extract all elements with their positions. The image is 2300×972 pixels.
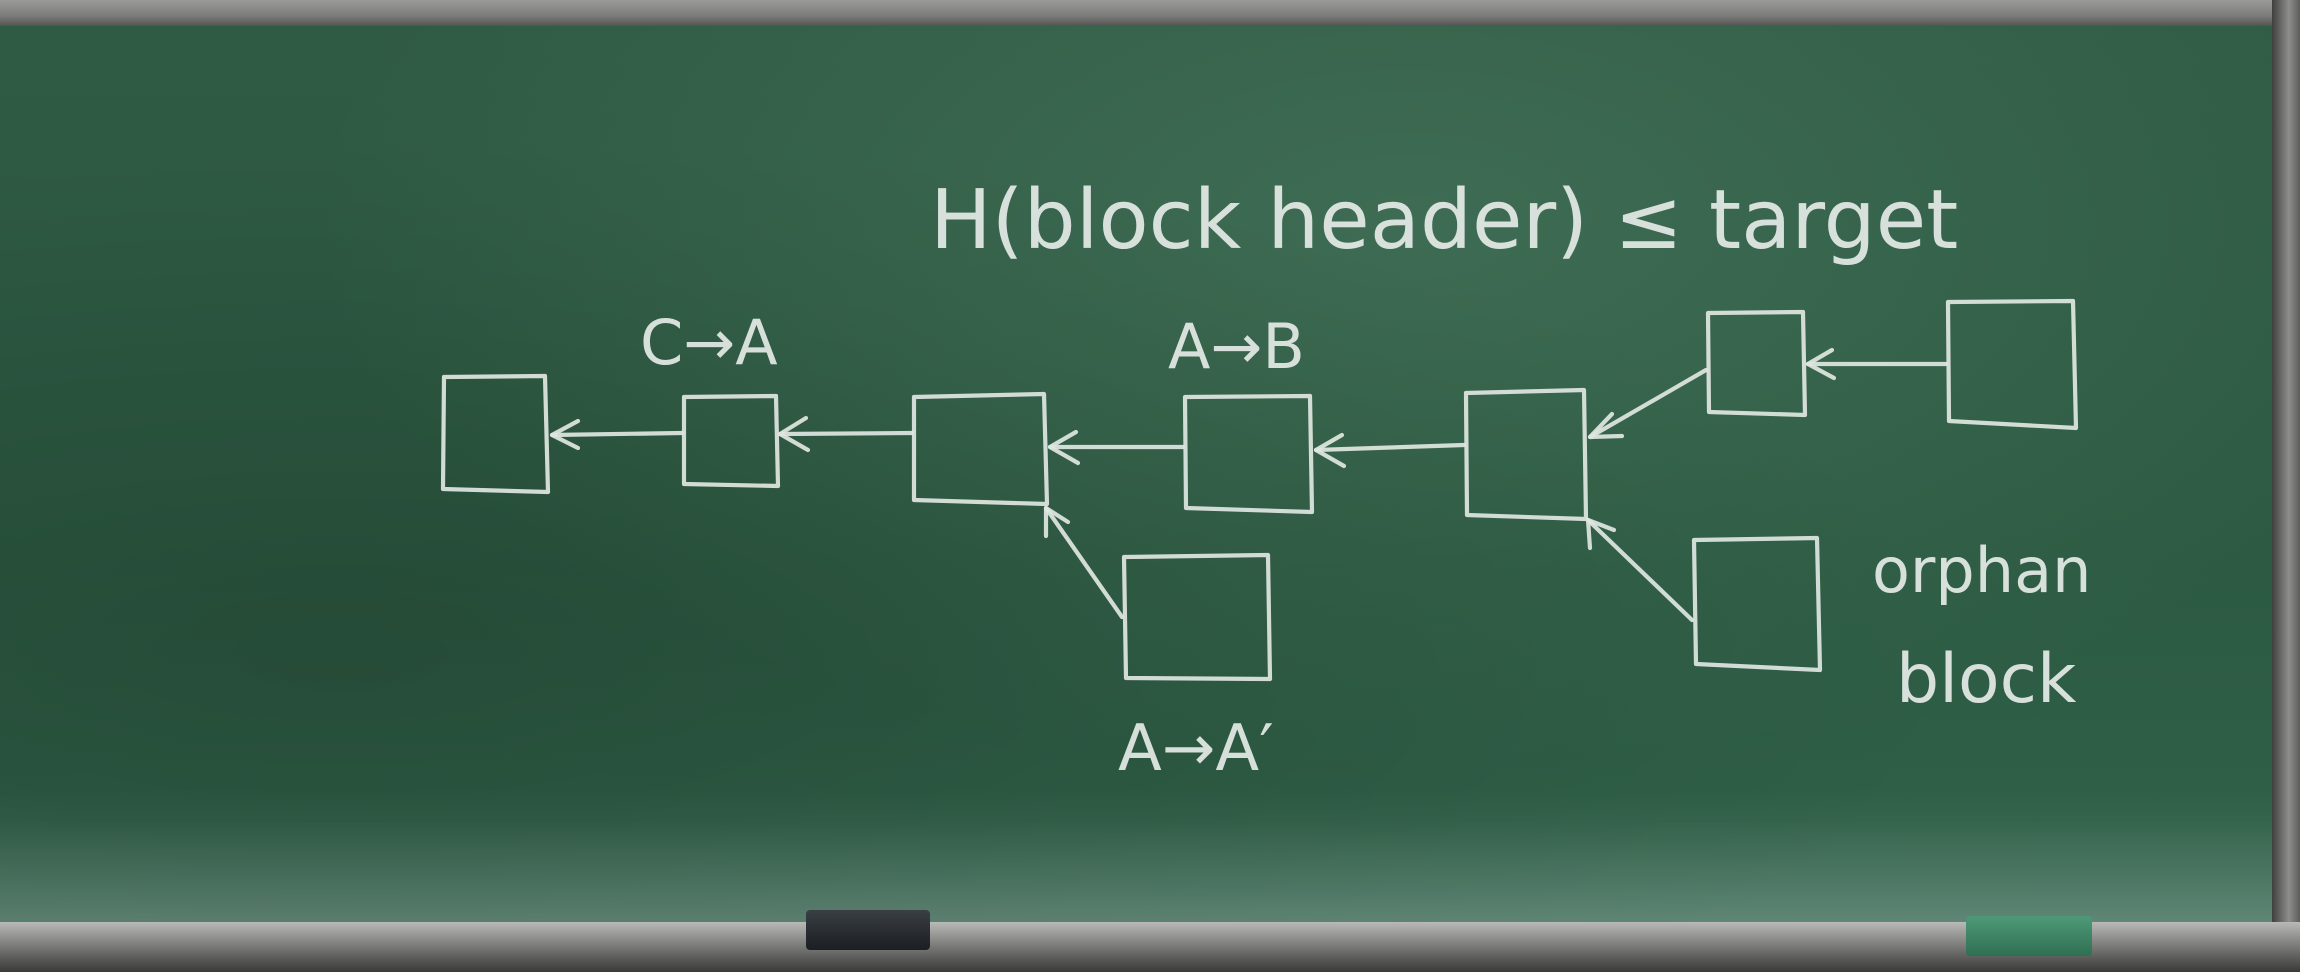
board-frame-top <box>0 0 2300 28</box>
chalk-dust <box>0 820 2272 924</box>
chalk-ledge <box>0 922 2300 972</box>
block-3 <box>911 391 1050 507</box>
arrow-5-to-4 <box>1313 432 1467 469</box>
board-frame-right <box>2272 0 2300 972</box>
arrow-7-to-6 <box>1805 347 1949 381</box>
arrow-4-to-3 <box>1047 429 1186 466</box>
orphan-label-line2: block <box>1896 640 2077 719</box>
label-a-to-b: A→B <box>1168 310 1305 383</box>
block-orphan <box>1691 535 1823 673</box>
block-fork-a-prime <box>1121 552 1273 682</box>
arrow-fork-to-3 <box>1043 505 1125 620</box>
block-6 <box>1705 309 1808 418</box>
block-4 <box>1182 393 1315 515</box>
arrow-orphan-to-5 <box>1585 517 1695 623</box>
arrow-2-to-1 <box>549 418 685 451</box>
block-7 <box>1945 298 2079 431</box>
chalkboard <box>0 26 2272 924</box>
label-a-to-a-prime: A→A′ <box>1118 712 1274 786</box>
block-1 <box>440 373 551 495</box>
orphan-label-line1: orphan <box>1872 534 2091 607</box>
equation-text: H(block header) ≤ target <box>930 173 1958 268</box>
label-c-to-a: C→A <box>640 306 778 379</box>
black-eraser <box>806 910 930 950</box>
green-eraser <box>1966 916 2092 956</box>
arrow-6-to-5 <box>1587 367 1709 440</box>
arrow-3-to-2 <box>777 415 915 453</box>
block-5 <box>1463 387 1589 522</box>
block-2 <box>681 393 781 489</box>
